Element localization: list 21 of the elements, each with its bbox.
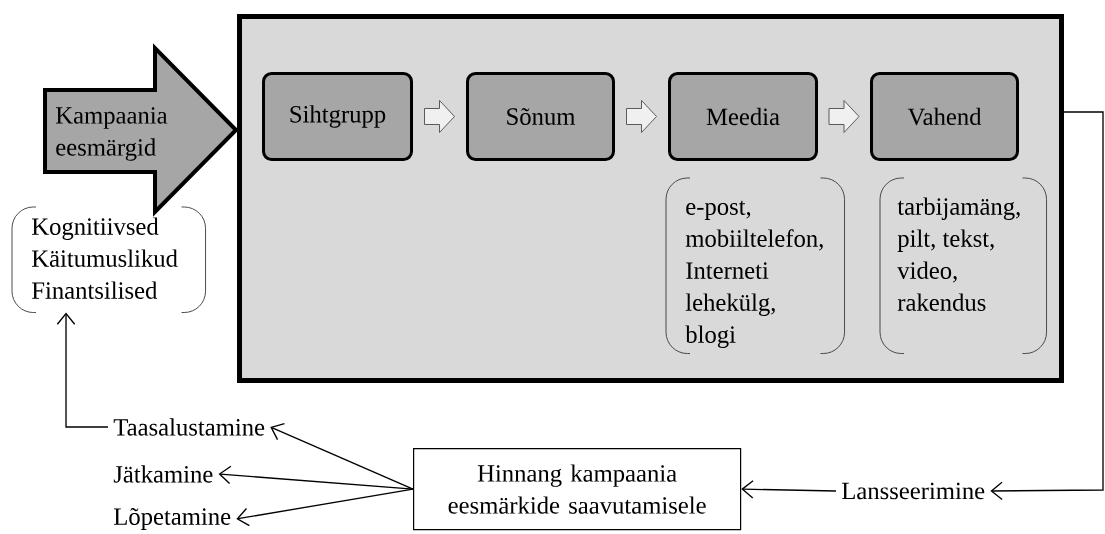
block-arrow [424, 100, 455, 133]
process-box: Hinnang kampaania eesmärkide saavutamisele [413, 448, 742, 531]
text-label: Lõpetamine [114, 508, 231, 530]
arrow [990, 111, 1104, 501]
text-label: Lansseerimine [842, 482, 985, 500]
text-label: Jätkamine [113, 465, 213, 483]
process-box: Vahend [870, 72, 1019, 161]
process-box: Meedia [668, 72, 818, 161]
text-label: Taasalustamine [113, 418, 265, 436]
process-box: Sihtgrupp [262, 72, 413, 161]
arrow [218, 465, 414, 490]
bracket-list: tarbijamäng, pilt, tekst, video, rakendus [879, 177, 1047, 354]
block-arrow [828, 100, 860, 133]
bracket-list: Kognitiivsed Käitumuslikud Finantsilised [11, 206, 206, 313]
arrow [741, 480, 837, 499]
process-box: Sõnum [466, 72, 615, 161]
arrow [236, 488, 414, 527]
block-arrow [626, 100, 657, 133]
arrow [56, 312, 109, 428]
bracket-list: e-post, mobiiltelefon, Interneti lehekülg, blogi [665, 177, 845, 354]
arrow [270, 423, 414, 490]
